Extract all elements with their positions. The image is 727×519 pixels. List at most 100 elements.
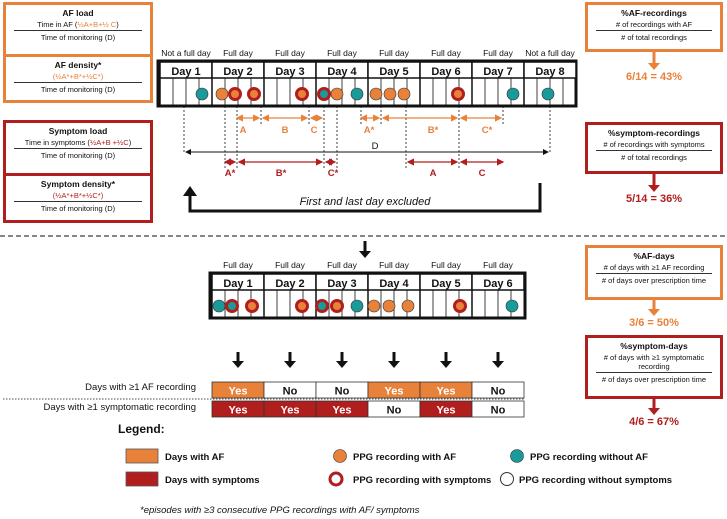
down-arrow-icon xyxy=(648,309,660,316)
af-density-denominator: Time of monitoring (D) xyxy=(40,85,116,94)
ppg-af-dot xyxy=(330,87,344,101)
symptom-day-cell-text: Yes xyxy=(281,405,300,417)
row-af-label: Days with ≥1 AF recording xyxy=(85,382,196,393)
svg-text:A: A xyxy=(240,125,247,136)
svg-text:B*: B* xyxy=(428,125,439,136)
symptom-density-denominator: Time of monitoring (D) xyxy=(40,204,116,213)
right-down-arrows xyxy=(648,52,660,415)
ppg-no-af-dot xyxy=(505,299,519,313)
symptom-load-box: Symptom load Time in symptoms (½A+B +½C)… xyxy=(3,120,153,223)
svg-text:C*: C* xyxy=(482,125,493,136)
symptom-load-title: Symptom load xyxy=(48,126,108,136)
af-recordings-box: %AF-recordings # of recordings with AF #… xyxy=(585,2,723,52)
down-arrow-icon xyxy=(648,185,660,192)
legend-days-symptoms-swatch xyxy=(125,471,159,487)
symptom-days-title: %symptom-days xyxy=(620,341,688,351)
day-label: Day 7 xyxy=(483,66,512,78)
legend-ppg-no-af-label: PPG recording without AF xyxy=(530,452,648,463)
svg-text:C*: C* xyxy=(328,168,339,179)
symptom-day-cell-text: Yes xyxy=(229,405,248,417)
af-days-numerator: # of days with ≥1 AF recording xyxy=(596,263,712,274)
symptom-recordings-denominator: # of total recordings xyxy=(621,153,687,162)
day-type-label: Full day xyxy=(379,48,410,58)
down-arrow-icon xyxy=(284,361,296,368)
af-days-result: 3/6 = 50% xyxy=(629,317,679,329)
af-day-cell-text: No xyxy=(283,386,298,398)
day-type-label: Full day xyxy=(379,260,410,270)
ppg-no-af-dot xyxy=(195,87,209,101)
down-arrow-icon xyxy=(388,361,400,368)
symptom-day-cell-text: No xyxy=(387,405,402,417)
symptom-day-cell xyxy=(471,400,525,418)
symptom-recordings-numerator: # of recordings with symptoms xyxy=(596,140,712,151)
ppg-af-dot xyxy=(382,299,396,313)
ppg-no-af-dot xyxy=(212,299,226,313)
symptom-recordings-title: %symptom-recordings xyxy=(607,128,701,138)
day-type-label: Full day xyxy=(431,260,462,270)
af-load-box: AF load Time in AF (½A+B+½ C) Time of mo… xyxy=(3,2,153,103)
af-day-cell-text: Yes xyxy=(385,386,404,398)
day-type-label: Full day xyxy=(223,48,254,58)
day-label: Day 4 xyxy=(327,66,357,78)
day-label: Day 6 xyxy=(431,66,460,78)
ppg-no-af-dot xyxy=(506,87,520,101)
legend-ppg-af-label: PPG recording with AF xyxy=(353,452,456,463)
af-days-denominator: # of days over prescription time xyxy=(601,276,707,285)
day-label: Day 6 xyxy=(483,278,512,290)
down-arrow-icon xyxy=(336,361,348,368)
day-label: Day 2 xyxy=(223,66,252,78)
svg-text:A*: A* xyxy=(364,125,375,136)
legend-ppg-no-symptoms-icon xyxy=(500,472,514,486)
af-load-numerator: Time in AF (½A+B+½ C) xyxy=(14,20,142,31)
day-type-label: Full day xyxy=(327,48,358,58)
day-label: Day 1 xyxy=(171,66,200,78)
monitoring-d-label: D xyxy=(372,141,379,152)
symptom-days-box: %symptom-days # of days with ≥1 symptoma… xyxy=(585,335,723,399)
af-density-numerator: (½A*+B*+½C*) xyxy=(14,72,142,83)
day-label: Day 8 xyxy=(535,66,564,78)
af-recordings-title: %AF-recordings xyxy=(621,8,687,18)
down-arrow-icon xyxy=(648,63,660,70)
af-day-cell-text: Yes xyxy=(229,386,248,398)
row-symptom-label: Days with ≥1 symptomatic recording xyxy=(43,402,196,413)
af-recordings-denominator: # of total recordings xyxy=(621,33,687,42)
exclusion-bracket xyxy=(188,183,542,213)
legend-title: Legend: xyxy=(118,422,165,436)
day-type-label: Full day xyxy=(275,260,306,270)
ppg-af-dot xyxy=(383,87,397,101)
svg-text:B: B xyxy=(282,125,289,136)
svg-text:A*: A* xyxy=(225,168,236,179)
symptom-days-denominator: # of days over prescription time xyxy=(601,375,707,384)
svg-text:A: A xyxy=(430,168,437,179)
symptom-days-result: 4/6 = 67% xyxy=(629,416,679,428)
day-type-label: Full day xyxy=(275,48,306,58)
ppg-no-af-symptoms-dot xyxy=(225,299,239,313)
day-label: Day 4 xyxy=(379,278,409,290)
day-type-label: Full day xyxy=(327,260,358,270)
symptom-density-title: Symptom density* xyxy=(40,179,116,189)
af-recordings-numerator: # of recordings with AF xyxy=(596,20,712,31)
down-arrow-icon xyxy=(440,361,452,368)
symptom-day-cell-text: No xyxy=(491,405,506,417)
ppg-af-symptoms-dot xyxy=(330,299,344,313)
ppg-af-symptoms-dot xyxy=(451,87,465,101)
ppg-no-af-symptoms-dot xyxy=(317,87,331,101)
down-arrow-icon xyxy=(359,251,371,258)
ppg-no-af-dot xyxy=(541,87,555,101)
symptom-density-numerator: (½A*+B*+½C*) xyxy=(14,191,142,202)
af-days-title: %AF-days xyxy=(633,251,675,261)
ppg-af-symptoms-dot xyxy=(295,299,309,313)
day-label: Day 1 xyxy=(223,278,252,290)
day-type-label: Full day xyxy=(223,260,254,270)
ppg-no-af-symptoms-dot xyxy=(315,299,329,313)
down-arrow-icon xyxy=(492,361,504,368)
symptom-day-cell-text: Yes xyxy=(437,405,456,417)
legend-days-af-swatch xyxy=(125,448,159,464)
day-label: Day 5 xyxy=(431,278,460,290)
footnote: *episodes with ≥3 consecutive PPG record… xyxy=(140,505,420,516)
down-arrow-icon xyxy=(232,361,244,368)
day-label: Day 5 xyxy=(379,66,408,78)
ppg-no-af-dot xyxy=(350,87,364,101)
symptom-load-denominator: Time of monitoring (D) xyxy=(40,151,116,160)
ppg-af-dot xyxy=(397,87,411,101)
